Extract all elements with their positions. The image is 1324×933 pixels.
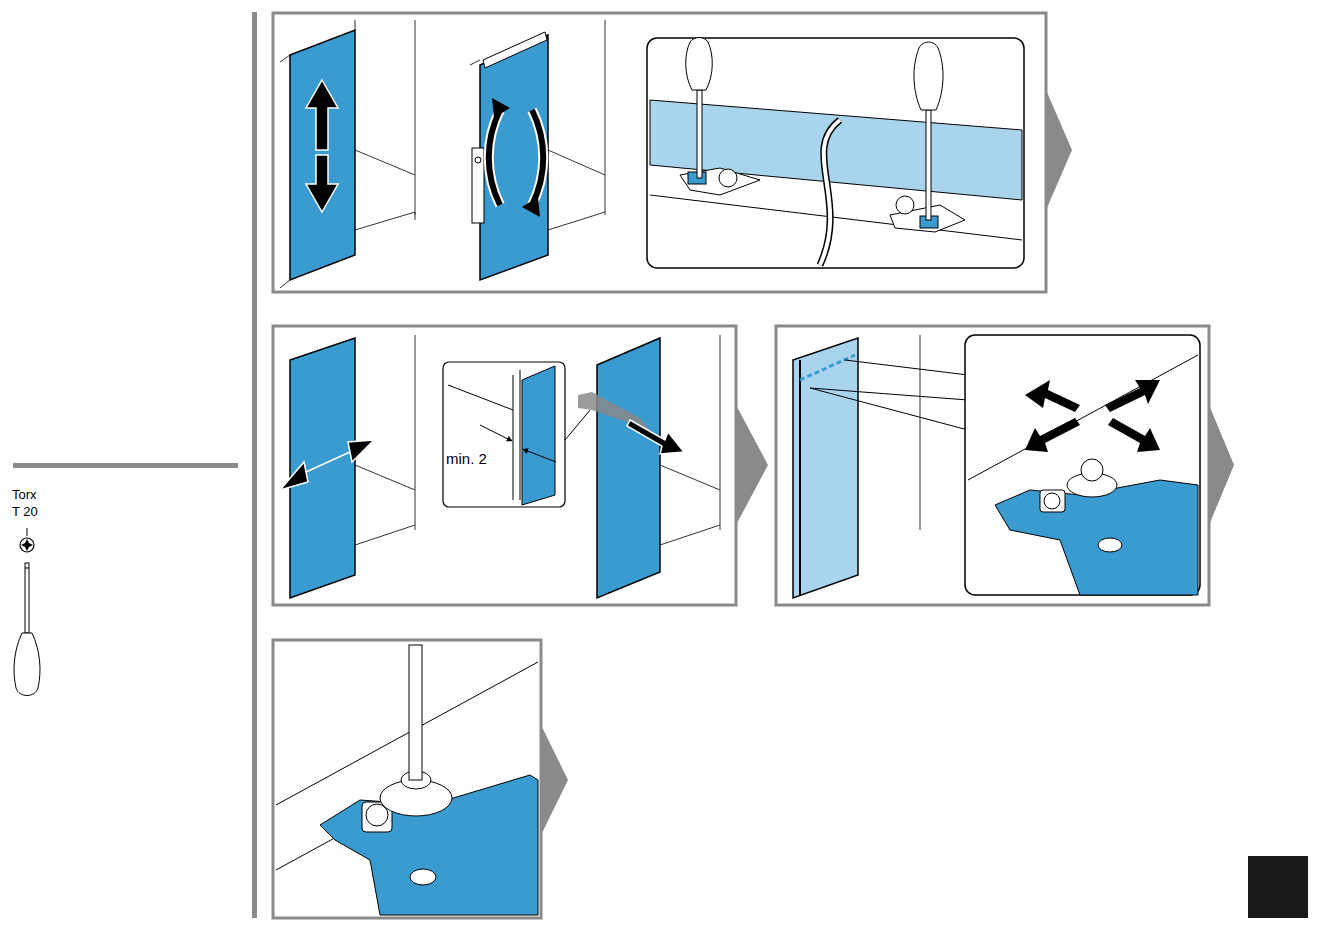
tool-label: Torx (12, 488, 37, 503)
dimension-label: min. 2 (446, 450, 487, 467)
tool-label: T 20 (12, 505, 38, 520)
